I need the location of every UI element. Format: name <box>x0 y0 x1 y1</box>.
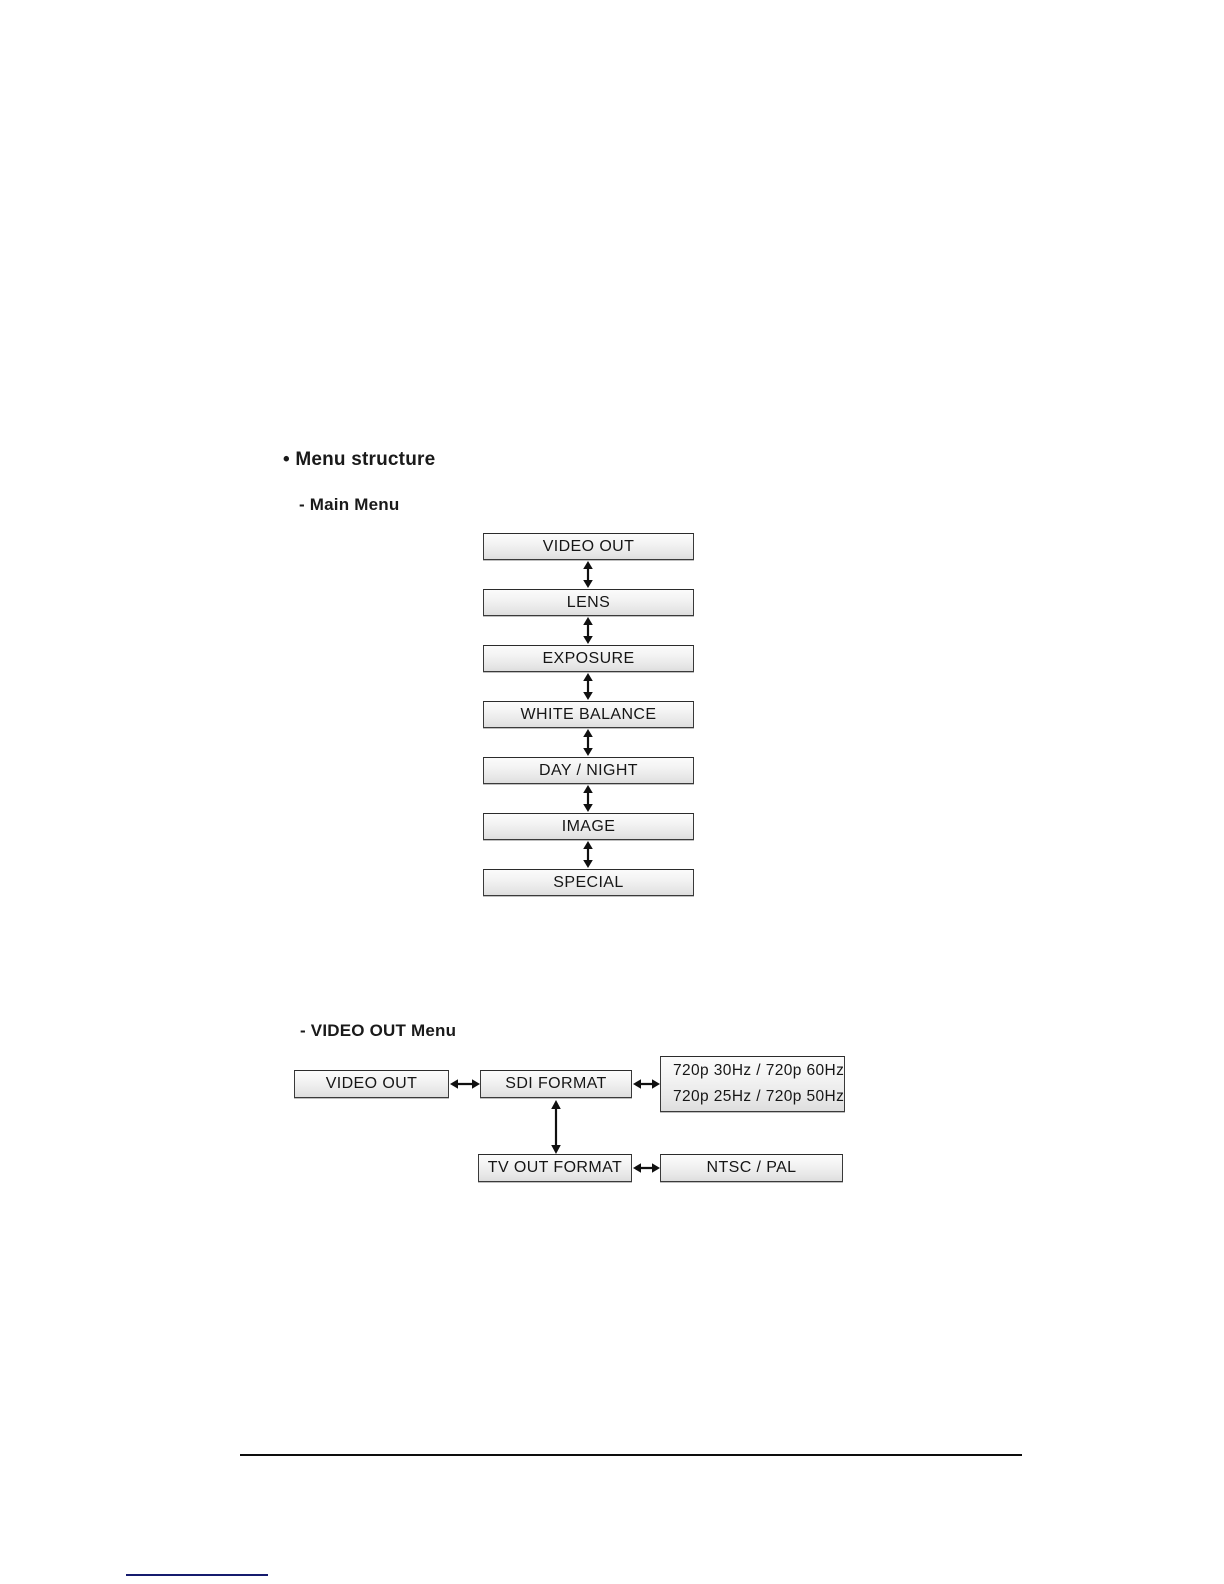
main-menu-box-white-balance[interactable]: WHITE BALANCE <box>483 701 694 728</box>
page-title: • Menu structure <box>283 449 436 470</box>
video-out-box-root[interactable]: VIDEO OUT <box>294 1070 449 1098</box>
main-menu-label: LENS <box>566 593 611 611</box>
arrow-image-special <box>578 841 598 868</box>
main-menu-label: VIDEO OUT <box>542 537 635 555</box>
main-menu-box-video-out[interactable]: VIDEO OUT <box>483 533 694 560</box>
video-out-root-label: VIDEO OUT <box>325 1075 418 1092</box>
bottom-accent-rule <box>126 1574 268 1576</box>
arrow-exposure-white-balance <box>578 673 598 700</box>
sdi-format-label: SDI FORMAT <box>505 1075 607 1092</box>
footer-divider <box>240 1454 1022 1456</box>
main-menu-label: DAY / NIGHT <box>539 761 638 779</box>
arrow-sdi-format-tv-out-format <box>546 1100 566 1154</box>
sdi-format-option: 720p 30Hz / 720p 60Hz <box>673 1062 845 1079</box>
arrow-video-out-sdi-format <box>450 1074 480 1094</box>
video-out-box-tv-out-format-options[interactable]: NTSC / PAL <box>660 1154 843 1182</box>
main-menu-box-special[interactable]: SPECIAL <box>483 869 694 896</box>
video-out-box-sdi-format-options[interactable]: 720p 30Hz / 720p 60Hz 720p 25Hz / 720p 5… <box>660 1056 845 1112</box>
arrow-lens-exposure <box>578 617 598 644</box>
main-menu-box-day-night[interactable]: DAY / NIGHT <box>483 757 694 784</box>
sdi-format-option: 720p 25Hz / 720p 50Hz <box>673 1088 845 1105</box>
main-menu-label: SPECIAL <box>553 873 624 891</box>
main-menu-label: WHITE BALANCE <box>520 705 657 723</box>
main-menu-label: EXPOSURE <box>542 649 635 667</box>
subsection-title-video-out-menu: - VIDEO OUT Menu <box>300 1021 457 1040</box>
arrow-day-night-image <box>578 785 598 812</box>
arrow-tv-out-format-options <box>633 1158 660 1178</box>
main-menu-box-exposure[interactable]: EXPOSURE <box>483 645 694 672</box>
arrow-sdi-format-options <box>633 1074 660 1094</box>
subsection-title-main-menu: - Main Menu <box>299 495 400 514</box>
arrow-white-balance-day-night <box>578 729 598 756</box>
video-out-box-sdi-format[interactable]: SDI FORMAT <box>480 1070 632 1098</box>
arrow-video-out-lens <box>578 561 598 588</box>
main-menu-box-lens[interactable]: LENS <box>483 589 694 616</box>
main-menu-label: IMAGE <box>561 817 616 835</box>
main-menu-box-image[interactable]: IMAGE <box>483 813 694 840</box>
tv-out-format-option: NTSC / PAL <box>706 1159 797 1176</box>
video-out-box-tv-out-format[interactable]: TV OUT FORMAT <box>478 1154 632 1182</box>
tv-out-format-label: TV OUT FORMAT <box>487 1159 623 1176</box>
